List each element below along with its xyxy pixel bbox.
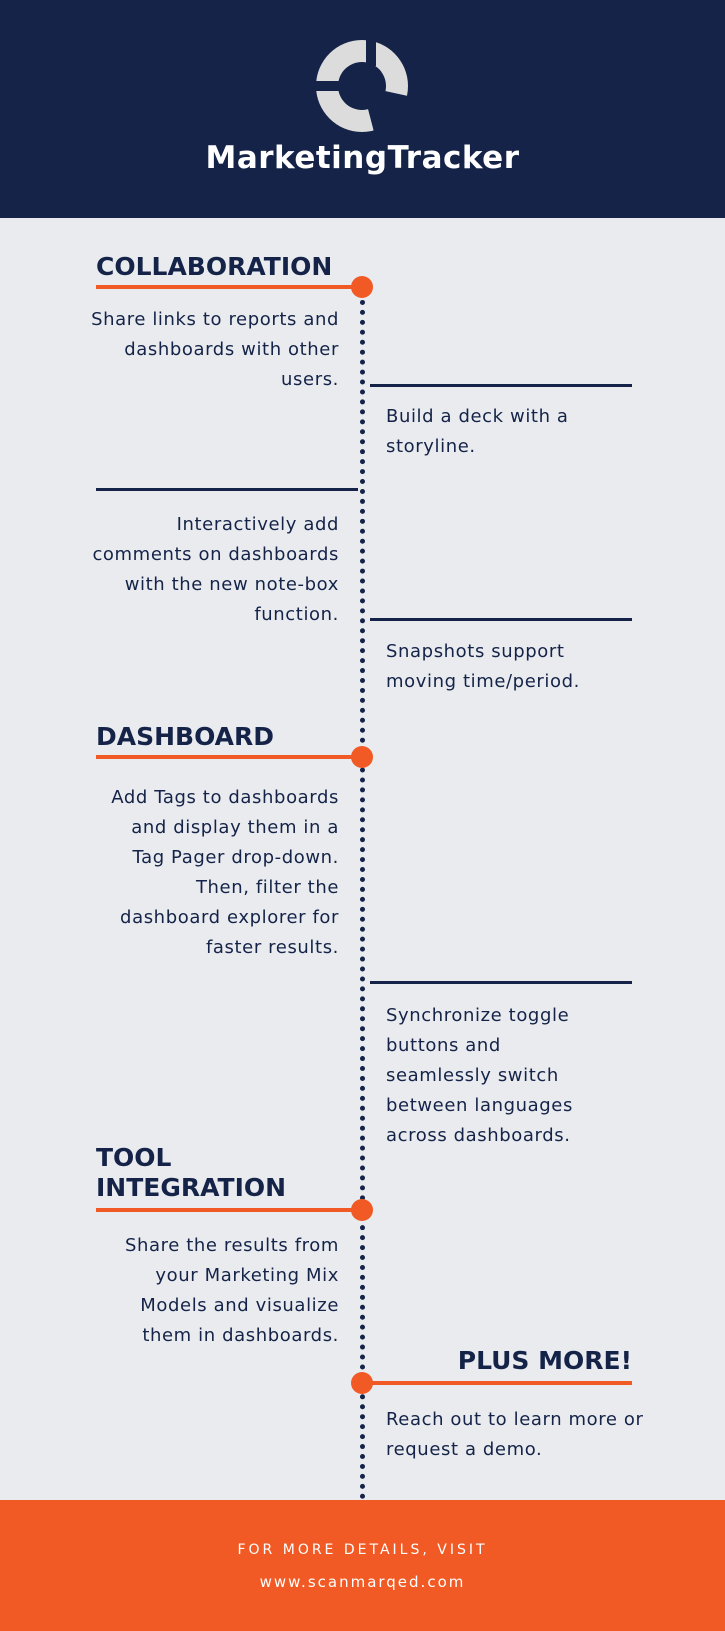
orange-connector-line <box>96 285 358 289</box>
timeline-dotted-line <box>360 290 365 1500</box>
timeline-dot <box>351 1199 373 1221</box>
orange-connector-line <box>364 1381 632 1385</box>
orange-connector-line <box>96 755 358 759</box>
section-heading-tool-integration: TOOL INTEGRATION <box>96 1143 286 1203</box>
feature-text-tags: Add Tags to dashboards and display them … <box>111 787 339 958</box>
feature-text-reach-out: Reach out to learn more or request a dem… <box>386 1409 644 1460</box>
feature-text-synchronize: Synchronize toggle buttons and seamlessl… <box>386 1005 573 1146</box>
footer-banner: FOR MORE DETAILS, VISIT www.scanmarqed.c… <box>0 1500 725 1631</box>
heading-line: TOOL <box>96 1143 172 1172</box>
feature-text-share-links: Share links to reports and dashboards wi… <box>91 309 339 390</box>
navy-connector-line <box>370 618 632 621</box>
feature-text-build-deck: Build a deck with a storyline. <box>386 406 569 457</box>
heading-line: INTEGRATION <box>96 1173 287 1202</box>
timeline-dot <box>351 1372 373 1394</box>
feature-text-comments: Interactively add comments on dashboards… <box>92 514 339 625</box>
navy-connector-line <box>96 488 358 491</box>
footer-caption: FOR MORE DETAILS, VISIT <box>237 1542 488 1558</box>
navy-connector-line <box>370 981 632 984</box>
brand-title: MarketingTracker <box>205 140 520 176</box>
navy-connector-line <box>370 384 632 387</box>
timeline-dot <box>351 746 373 768</box>
header-banner: MarketingTracker <box>0 0 725 218</box>
footer-website-link[interactable]: www.scanmarqed.com <box>259 1573 466 1591</box>
feature-text-marketing-mix: Share the results from your Marketing Mi… <box>124 1235 339 1346</box>
circular-q-logo-icon <box>316 40 408 132</box>
orange-connector-line <box>96 1208 358 1212</box>
section-heading-dashboard: DASHBOARD <box>96 722 275 751</box>
timeline-dot <box>351 276 373 298</box>
section-heading-collaboration: COLLABORATION <box>96 252 333 281</box>
feature-text-snapshots: Snapshots support moving time/period. <box>386 641 580 692</box>
section-heading-plus-more: PLUS MORE! <box>457 1346 632 1375</box>
